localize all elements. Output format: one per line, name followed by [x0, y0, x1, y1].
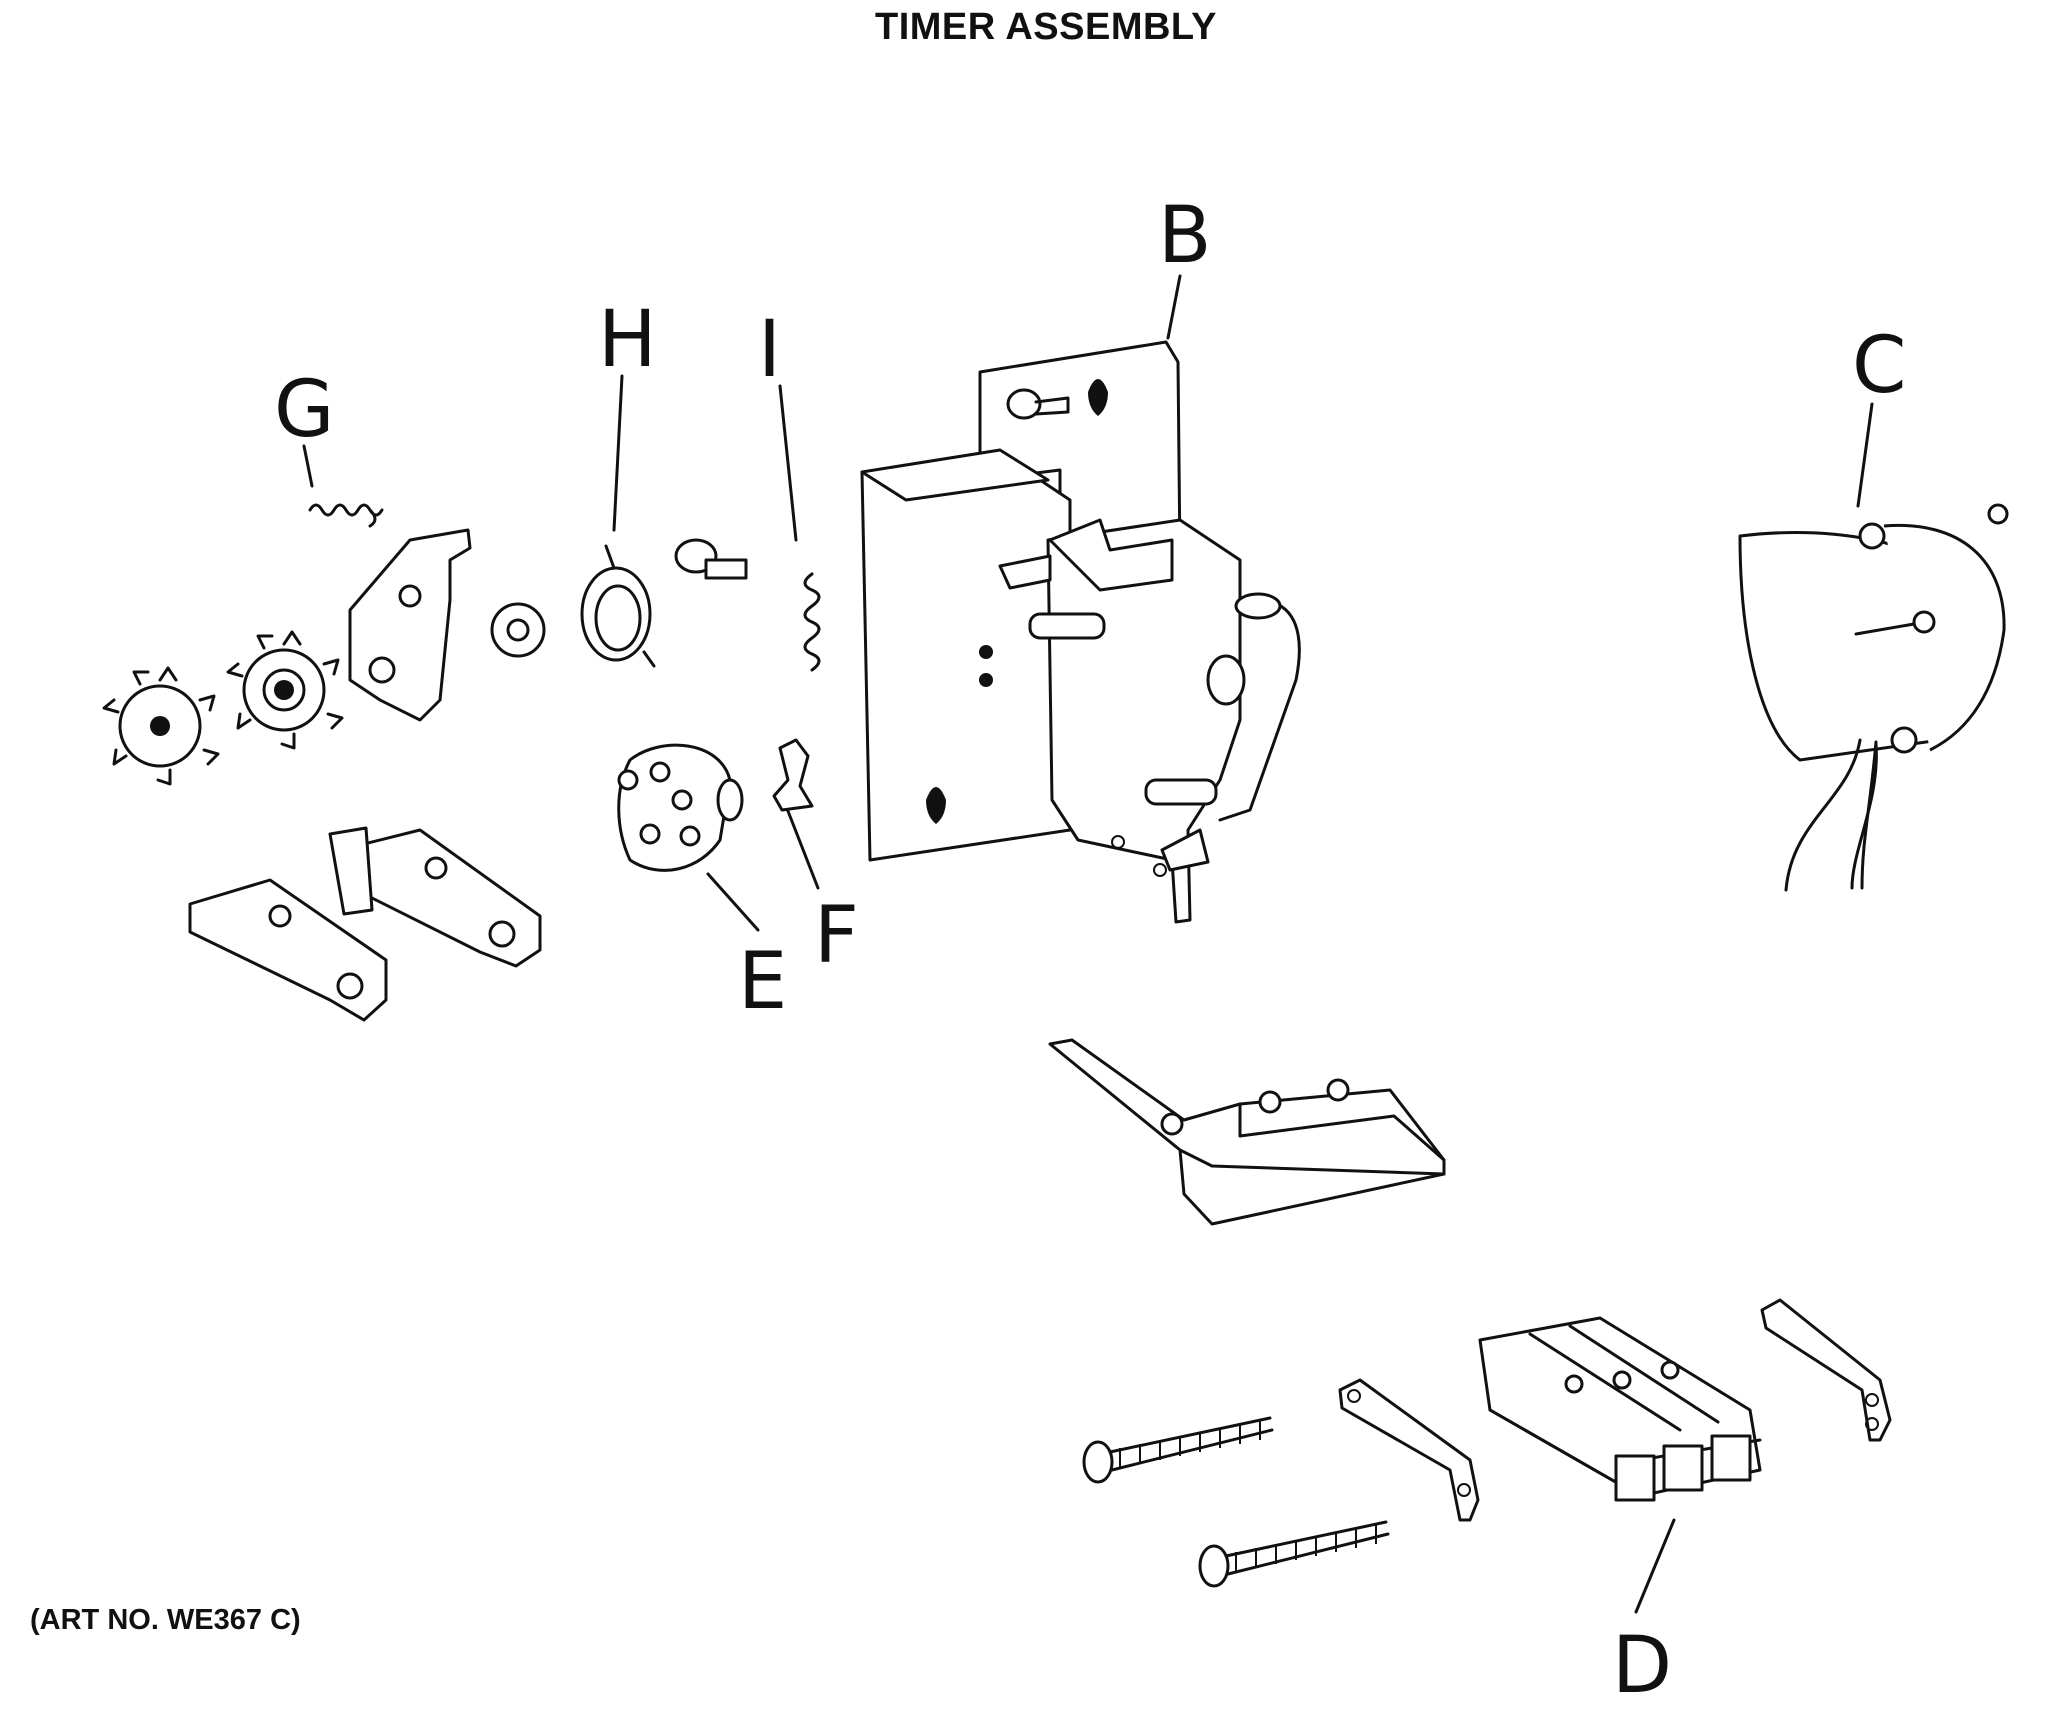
art-number: (ART NO. WE367 C)	[30, 1604, 301, 1636]
callout-h: H	[598, 295, 657, 385]
part-c-motor	[1738, 503, 2009, 892]
part-g-spring	[308, 503, 384, 528]
part-e-cam	[617, 743, 744, 872]
callout-i: I	[758, 305, 781, 395]
leader-lines	[302, 274, 1874, 1614]
part-i-coil-spring	[803, 572, 821, 672]
callout-c: C	[1852, 321, 1906, 411]
callout-b: B	[1158, 191, 1212, 281]
contact-board	[1048, 1038, 1446, 1226]
part-b-bracket	[860, 340, 1301, 924]
callout-g: G	[274, 365, 334, 455]
part-f-clip	[772, 738, 814, 812]
callout-d: D	[1612, 1621, 1672, 1711]
callout-f: F	[814, 891, 859, 981]
callout-e: E	[738, 937, 787, 1027]
diagram-title: TIMER ASSEMBLY	[874, 6, 1217, 48]
gear-train	[102, 528, 748, 1022]
part-d-switch-stack	[1082, 1298, 1892, 1588]
part-h-torsion-spring	[580, 544, 656, 668]
